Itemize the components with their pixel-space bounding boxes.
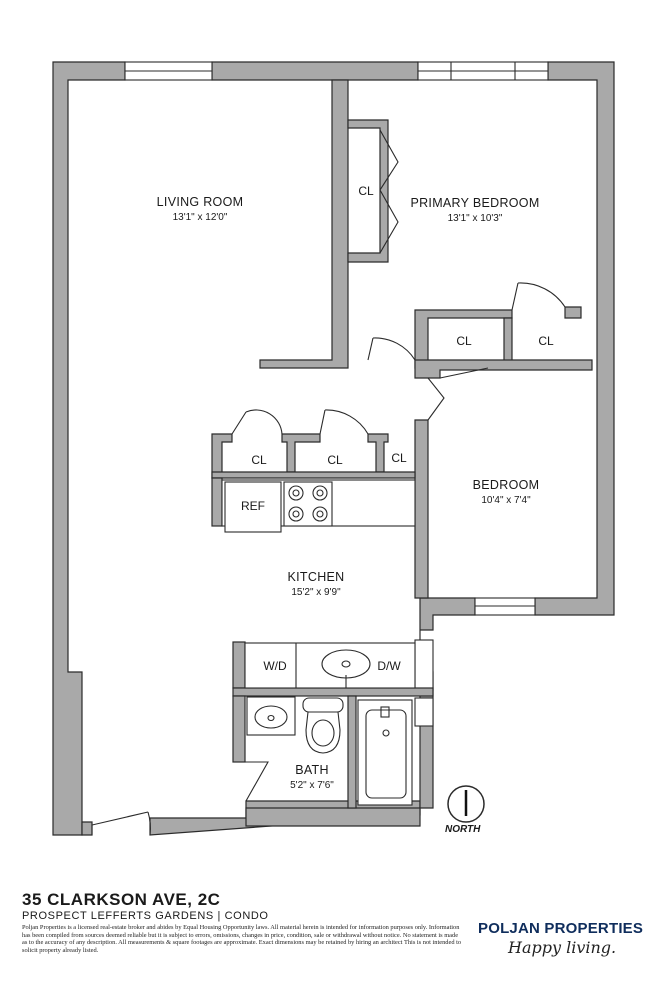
refrigerator [224,481,282,533]
bath-sink [254,705,288,729]
address-subtitle: PROSPECT LEFFERTS GARDENS | CONDO [22,910,269,922]
floor-plan: LIVING ROOM 13'1" x 12'0" PRIMARY BEDROO… [52,61,615,836]
bath-fixtures [246,696,413,806]
living-room-dims: 13'1" x 12'0" [173,212,228,223]
interior-walls [211,79,593,809]
toilet-bowl [305,711,341,754]
closet-label: CL [391,451,407,465]
kitchen-fixtures [221,479,416,689]
closet-label: CL [358,184,374,198]
bedroom-dims: 10'4" x 7'4" [481,495,531,506]
north-arrow [447,785,485,823]
primary-bedroom-dims: 13'1" x 10'3" [448,213,503,224]
closet-label: CL [538,334,554,348]
kitchen-sink [321,649,371,679]
dishwasher-label: D/W [377,659,401,673]
brand-tagline: Happy living. [508,938,617,957]
bedroom-label: BEDROOM [473,478,540,492]
closet-label: CL [327,453,343,467]
north-label: NORTH [445,824,481,835]
toilet-tank [302,697,344,713]
doors [91,129,566,836]
bath-label: BATH [295,763,329,777]
stove [283,481,333,527]
closet-label: CL [456,334,472,348]
washer-dryer-label: W/D [263,659,287,673]
brand-logo-text: POLJAN PROPERTIES [478,920,644,937]
address-title: 35 CLARKSON AVE, 2C [22,890,221,909]
living-room-label: LIVING ROOM [157,195,244,209]
kitchen-dims: 15'2" x 9'9" [291,587,341,598]
windows [124,61,549,727]
bath-dims: 5'2" x 7'6" [290,780,334,791]
ref-label: REF [241,499,265,513]
closet-label: CL [251,453,267,467]
kitchen-label: KITCHEN [288,570,345,584]
primary-bedroom-label: PRIMARY BEDROOM [410,196,539,210]
disclaimer-text: Poljan Properties is a licensed real-est… [22,924,462,954]
